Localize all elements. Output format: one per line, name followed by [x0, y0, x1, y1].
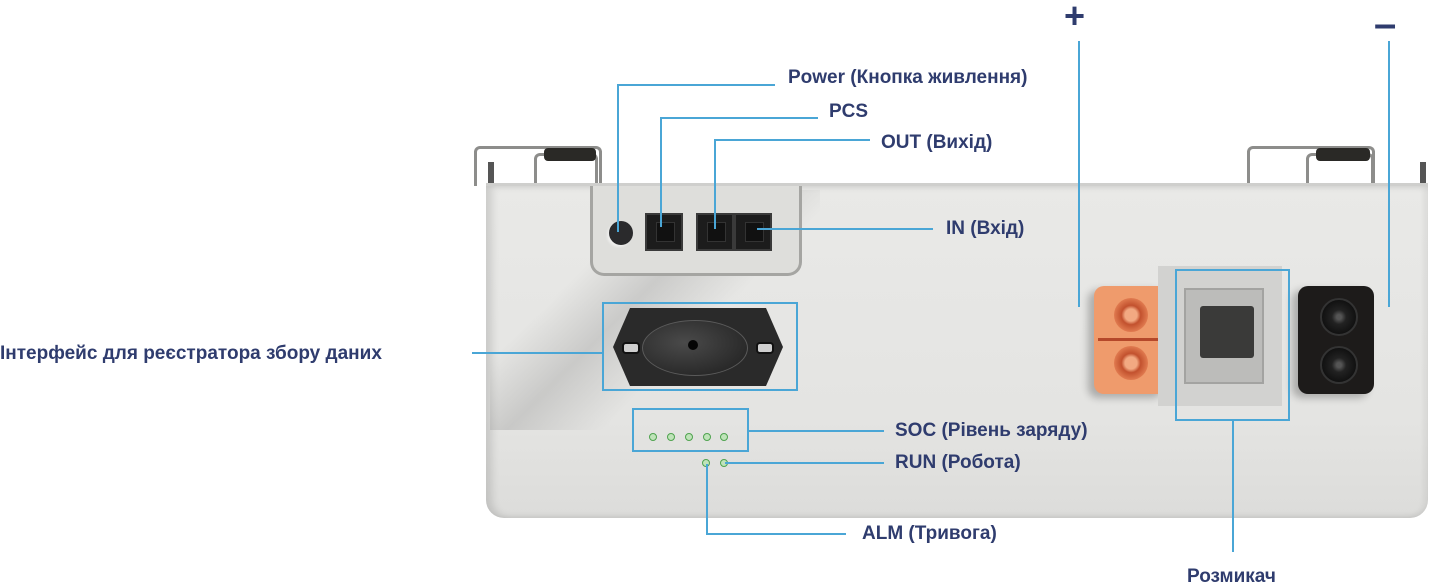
left-clip	[488, 162, 494, 184]
in-label: IN (Вхід)	[946, 218, 1025, 239]
positive-leader	[1078, 41, 1080, 307]
in-port[interactable]	[734, 213, 772, 251]
pcs-leader-v	[660, 117, 662, 227]
bolt-icon	[1320, 346, 1358, 384]
right-handle-grip	[1316, 148, 1370, 161]
breaker-switch[interactable]	[1200, 306, 1254, 358]
device-top-edge	[486, 183, 1428, 187]
pcs-port[interactable]	[645, 213, 683, 251]
soc-led-3	[685, 433, 693, 441]
power-label: Power (Кнопка живлення)	[788, 67, 1028, 88]
negative-terminal[interactable]	[1298, 286, 1374, 394]
soc-led-4	[703, 433, 711, 441]
left-handle-grip	[544, 148, 596, 161]
out-leader-h	[714, 139, 870, 141]
screw-icon	[756, 342, 774, 354]
pcs-leader-h	[660, 117, 818, 119]
soc-led-5	[720, 433, 728, 441]
alm-leader-v	[706, 464, 708, 534]
negative-leader	[1388, 41, 1390, 307]
in-leader-h	[757, 228, 933, 230]
bolt-icon	[1114, 298, 1148, 332]
positive-terminal[interactable]	[1094, 286, 1168, 394]
soc-led-2	[667, 433, 675, 441]
alm-label: ALM (Тривога)	[862, 523, 997, 544]
positive-symbol: +	[1064, 0, 1086, 36]
soc-highlight	[632, 408, 749, 452]
power-button[interactable]	[609, 221, 633, 245]
breaker-label: Розмикач	[1187, 566, 1276, 587]
pcs-label: PCS	[829, 101, 869, 122]
breaker-leader	[1232, 421, 1234, 552]
out-label: OUT (Вихід)	[881, 132, 993, 153]
soc-label: SOC (Рівень заряду)	[895, 420, 1088, 441]
data-logger-label: Інтерфейс для реєстратора збору даних	[0, 343, 382, 364]
breaker-highlight	[1175, 269, 1290, 421]
soc-leader	[749, 430, 884, 432]
out-leader-v	[714, 139, 716, 229]
power-leader-h	[617, 84, 775, 86]
data-logger-highlight	[602, 302, 798, 391]
run-label: RUN (Робота)	[895, 452, 1021, 473]
negative-symbol: –	[1374, 2, 1397, 46]
power-leader-v	[617, 84, 619, 232]
right-clip	[1420, 162, 1426, 184]
left-handle-rail	[474, 146, 602, 186]
data-logger-leader	[472, 352, 602, 354]
bolt-icon	[1114, 346, 1148, 380]
alm-leader-h	[706, 533, 846, 535]
run-leader	[725, 462, 884, 464]
data-logger-hole	[688, 340, 698, 350]
soc-led-1	[649, 433, 657, 441]
bolt-icon	[1320, 298, 1358, 336]
screw-icon	[622, 342, 640, 354]
